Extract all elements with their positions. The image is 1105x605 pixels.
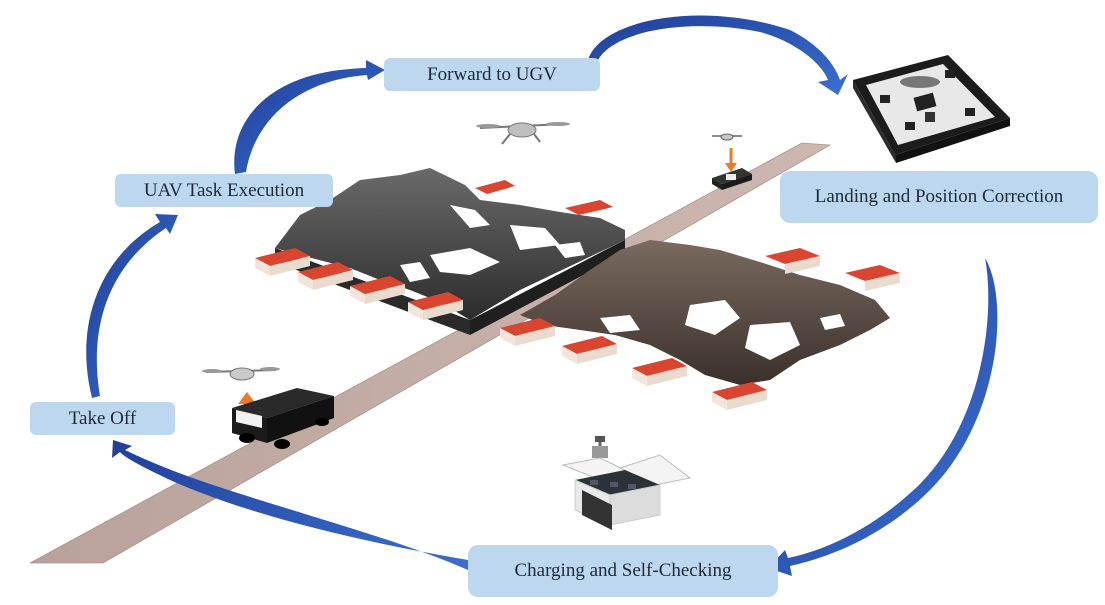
drone-flying-icon (476, 122, 570, 145)
arrow-forward-to-landing (588, 15, 848, 95)
arrow-takeoff-to-uav (86, 214, 178, 398)
stage-forward-to-ugv: Forward to UGV (384, 58, 600, 91)
houses-right (500, 248, 900, 410)
arrow-charging-to-takeoff (112, 440, 468, 570)
ugv-vehicle-far (712, 168, 752, 190)
stage-uav-task-execution: UAV Task Execution (115, 174, 333, 207)
drone-landing-icon (712, 133, 742, 141)
drone-takeoff-icon (202, 367, 280, 381)
landing-arrow (725, 148, 737, 172)
stage-landing-position-correction: Landing and Position Correction (780, 171, 1098, 223)
houses-left (255, 180, 613, 320)
cycle-arrows (86, 15, 998, 576)
arrow-uav-to-forward (234, 60, 385, 174)
charging-station-icon (561, 436, 692, 530)
stage-charging-self-checking: Charging and Self-Checking (468, 545, 778, 597)
stage-take-off: Take Off (30, 402, 175, 435)
landing-pad-icon (853, 55, 1010, 163)
ugv-vehicle-near (232, 388, 334, 449)
brown-terrain-block (520, 240, 890, 385)
